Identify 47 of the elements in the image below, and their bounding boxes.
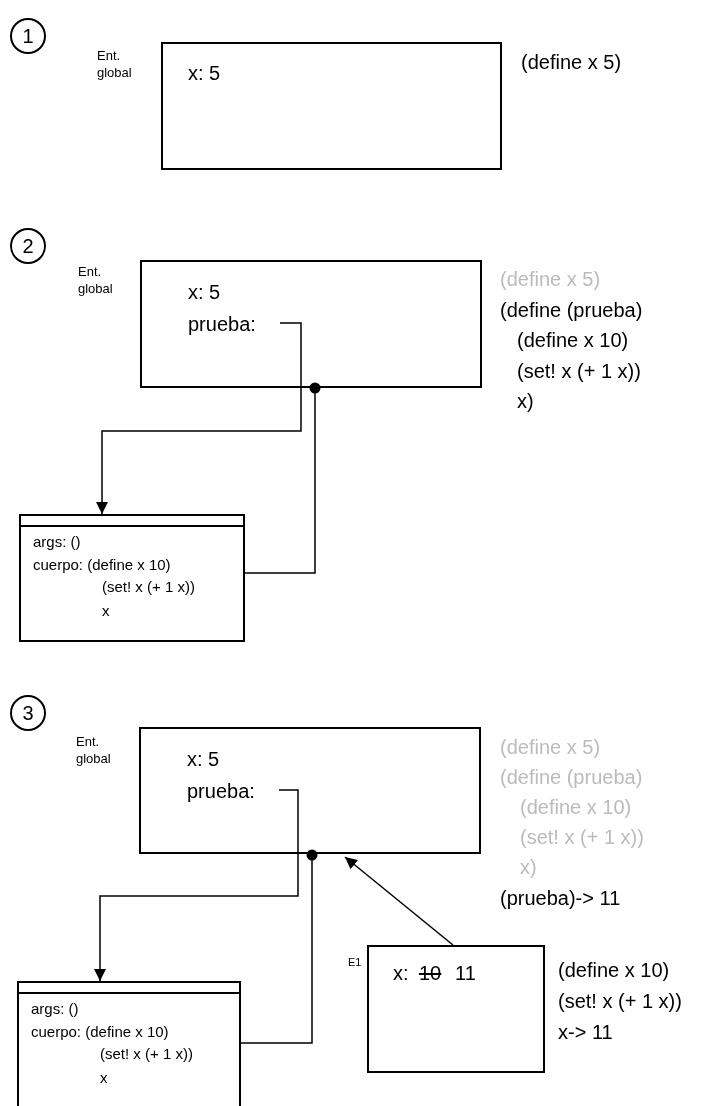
frame-label: E1 <box>348 957 362 968</box>
environment-frame <box>140 260 482 388</box>
body-line: (set! x (+ 1 x)) <box>102 579 195 594</box>
code-line: (define x 10) <box>558 960 670 980</box>
code-line: (set! x (+ 1 x)) <box>517 361 641 381</box>
code-line: (define x 5) <box>521 52 622 72</box>
code-line: (define x 5) <box>500 737 601 757</box>
body-line: x <box>100 1070 108 1085</box>
frame-label: Ent. global <box>97 48 133 82</box>
binding-text: 11 <box>455 963 476 983</box>
frame-label: Ent. global <box>78 264 114 298</box>
body-line: cuerpo: (define x 10) <box>33 557 171 572</box>
code-line: x) <box>520 857 537 877</box>
code-line: (define x 10) <box>520 797 632 817</box>
environment-frame <box>367 945 545 1073</box>
code-line: (set! x (+ 1 x)) <box>520 827 644 847</box>
code-line: (define x 5) <box>500 269 601 289</box>
procedure-object-box <box>17 981 241 1106</box>
pointer-arrow <box>344 856 454 946</box>
struck-value: 10 <box>419 963 442 983</box>
binding-text: prueba: <box>187 781 255 801</box>
parameter-text: args: () <box>33 534 81 549</box>
pointer-arrow <box>96 322 302 515</box>
binding-text: x: <box>393 963 409 983</box>
binding-text: x: 5 <box>188 63 221 83</box>
binding-text: prueba: <box>188 314 256 334</box>
environment-frame <box>161 42 502 170</box>
code-line: x) <box>517 391 534 411</box>
step-number-circle: 1 <box>10 18 46 54</box>
pointer-arrow <box>94 789 299 982</box>
code-line: x-> 11 <box>558 1022 613 1042</box>
code-line: (prueba)-> 11 <box>500 888 621 908</box>
body-line: (set! x (+ 1 x)) <box>100 1046 193 1061</box>
body-line: x <box>102 603 110 618</box>
environment-frame <box>139 727 481 854</box>
code-line: (define (prueba) <box>500 767 643 787</box>
frame-label: Ent. global <box>76 734 112 768</box>
step-number-circle: 3 <box>10 695 46 731</box>
step-number-circle: 2 <box>10 228 46 264</box>
binding-text: x: 5 <box>188 282 221 302</box>
code-line: (define x 10) <box>517 330 629 350</box>
parameter-text: args: () <box>31 1001 79 1016</box>
body-line: cuerpo: (define x 10) <box>31 1024 169 1039</box>
procedure-object-box <box>19 514 245 642</box>
code-line: (define (prueba) <box>500 300 643 320</box>
binding-text: x: 5 <box>187 749 220 769</box>
code-line: (set! x (+ 1 x)) <box>558 991 682 1011</box>
